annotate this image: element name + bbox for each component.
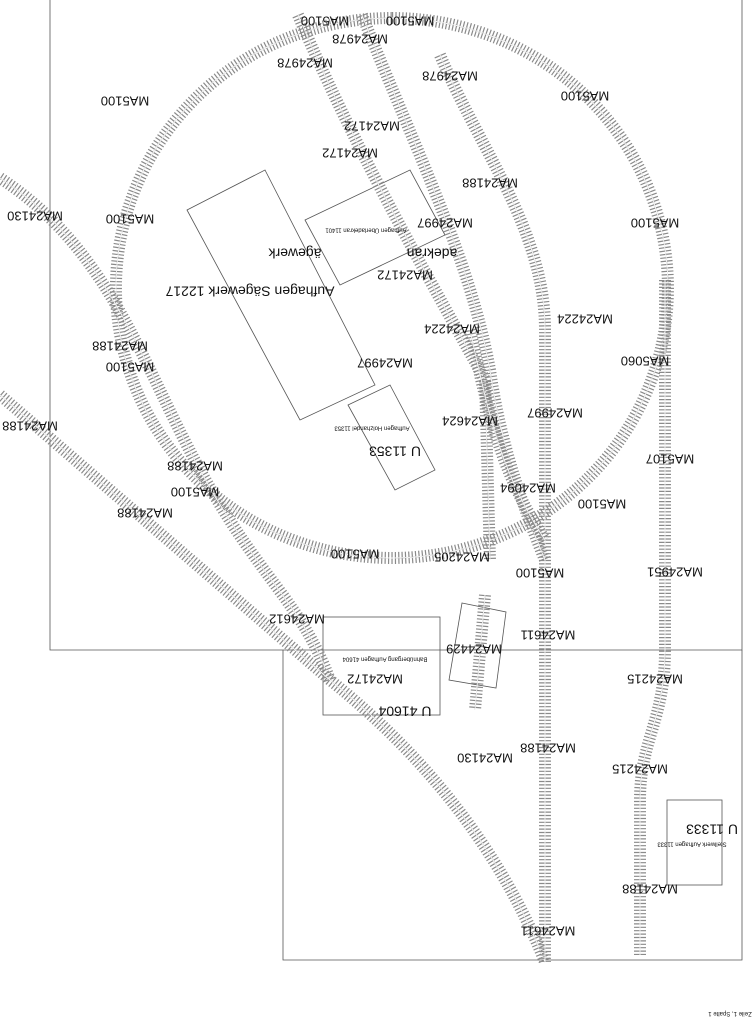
track-circle	[110, 12, 674, 564]
track-rail	[469, 329, 546, 541]
track-short-spur	[469, 594, 491, 711]
track-rail	[361, 14, 546, 561]
track-left-upper	[0, 172, 336, 683]
track-part-label: MA24188	[462, 176, 518, 191]
track-part-label: MA5100	[631, 216, 679, 231]
baseboards	[49, 0, 743, 961]
building-label: Bahnübergang Aufhagen 41604	[342, 655, 427, 661]
turntable-box	[448, 602, 507, 689]
track-part-label: MA5100	[301, 14, 349, 29]
track-crossover	[464, 328, 551, 544]
track-part-label: MA5100	[578, 497, 626, 512]
building-label: Aufhagen Überladekran 11401	[325, 226, 407, 233]
baseboard-upper	[49, 0, 743, 651]
track-part-label: MA24611	[521, 924, 576, 939]
track-main-vertical	[434, 52, 551, 962]
building-stellwerk	[666, 799, 723, 886]
track-part-label: MA5100	[106, 360, 154, 375]
track-part-label: MA24224	[424, 322, 480, 337]
track-part-label: MA24951	[647, 565, 703, 580]
track-rail	[297, 14, 491, 561]
track-rail	[0, 177, 331, 681]
track-part-label: MA24188	[117, 506, 173, 521]
building-label: ägewerk	[268, 245, 322, 261]
building-label: U 41604	[378, 703, 431, 719]
track-part-label: MA5100	[386, 14, 434, 29]
track-part-label: MA24997	[357, 356, 413, 371]
track-rail	[639, 280, 666, 955]
track-part-label: MA24612	[269, 612, 325, 627]
track-part-label: MA24188	[92, 339, 148, 354]
track-rail	[0, 394, 546, 963]
building-label: U 11353	[369, 443, 421, 459]
building-saegewerk	[186, 169, 376, 421]
page-footer: Zeile 1, Spalte 1	[708, 1010, 752, 1016]
track-part-label: MA24224	[557, 312, 613, 327]
track-part-label: MA5100	[101, 94, 149, 109]
track-right	[634, 280, 671, 955]
building-label: Aufhagen Sägewerk 12217	[165, 283, 334, 299]
track-part-label: MA24188	[167, 459, 223, 474]
track-diagonal-right	[356, 12, 551, 563]
track-part-label: MA24130	[7, 209, 63, 224]
track-part-label: MA5100	[171, 485, 219, 500]
track-part-label: MA24188	[520, 741, 576, 756]
track-part-label: MA24978	[422, 69, 478, 84]
track-ties	[0, 390, 551, 965]
track-part-label: MA24188	[622, 882, 678, 897]
track-bed	[0, 394, 546, 963]
building-label: adekran	[407, 245, 458, 261]
track-part-label: MA5060	[621, 354, 669, 369]
track-part-label: MA24978	[332, 32, 388, 47]
track-rail	[439, 54, 546, 962]
track-part-label: MA24094	[500, 481, 556, 496]
track-part-label: MA24624	[442, 414, 498, 429]
track-part-label: MA24172	[347, 672, 403, 687]
track-part-label: MA5100	[106, 212, 154, 227]
track-part-label: MA24188	[2, 419, 58, 434]
track-diagonal-left	[292, 12, 496, 561]
track-part-label: MA24172	[344, 119, 400, 134]
track-rail	[115, 17, 669, 559]
track-part-label: MA24978	[277, 56, 333, 71]
track-part-label: MA24205	[434, 550, 490, 565]
building-bahnuebergang	[322, 616, 441, 716]
track-part-label: MA24130	[457, 751, 513, 766]
track-part-label: MA5107	[646, 452, 694, 467]
building-label: Stellwerk Aufhagen 11333	[657, 840, 727, 846]
track-part-label: MA24611	[521, 628, 576, 643]
baseboard-lower	[282, 650, 743, 961]
track-left-lower	[0, 390, 551, 965]
track-part-label: MA24172	[377, 268, 433, 283]
track-part-label: MA24997	[417, 216, 473, 231]
track-part-label: MA5100	[516, 566, 564, 581]
track-part-label: MA24172	[322, 146, 378, 161]
track-part-label: MA24215	[612, 762, 668, 777]
track-part-label: MA24429	[446, 642, 502, 657]
tracks	[0, 12, 674, 965]
building-holzhandel	[347, 384, 436, 491]
track-ties	[634, 280, 671, 955]
building-label: U 11333	[686, 821, 738, 837]
building-label: Aufhagen Holzhandel 11353	[334, 424, 410, 430]
track-part-label: MA5100	[331, 547, 379, 562]
track-rail	[474, 594, 486, 711]
track-part-label: MA5100	[561, 89, 609, 104]
track-rail	[0, 394, 546, 963]
track-part-label: MA24997	[527, 406, 583, 421]
track-part-label: MA24215	[627, 672, 683, 687]
